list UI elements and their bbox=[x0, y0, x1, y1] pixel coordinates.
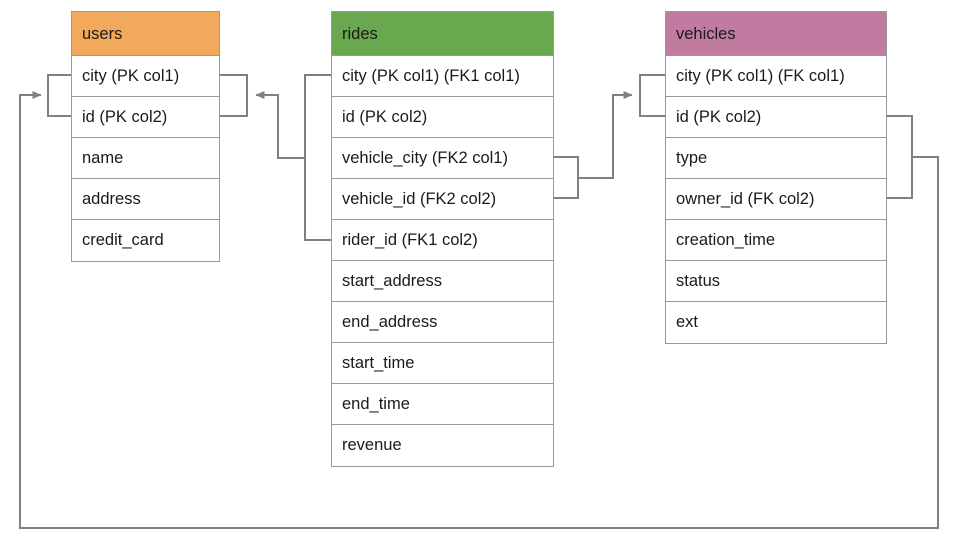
table-rides-column-start-time: start_time bbox=[332, 343, 553, 384]
table-vehicles-column-id: id (PK col2) bbox=[666, 97, 886, 138]
table-vehicles-column-type: type bbox=[666, 138, 886, 179]
table-users-column-credit-card: credit_card bbox=[72, 220, 219, 261]
table-rides-column-revenue: revenue bbox=[332, 425, 553, 466]
table-users-header: users bbox=[72, 12, 219, 56]
table-rides-column-end-address: end_address bbox=[332, 302, 553, 343]
table-vehicles-column-creation-time: creation_time bbox=[666, 220, 886, 261]
table-vehicles-column-owner-id: owner_id (FK col2) bbox=[666, 179, 886, 220]
table-vehicles[interactable]: vehicles city (PK col1) (FK col1) id (PK… bbox=[665, 11, 887, 344]
table-vehicles-column-status: status bbox=[666, 261, 886, 302]
table-users-column-address: address bbox=[72, 179, 219, 220]
table-users[interactable]: users city (PK col1) id (PK col2) name a… bbox=[71, 11, 220, 262]
edge-rides-fk2-to-vehicles bbox=[554, 74, 665, 199]
table-users-column-id: id (PK col2) bbox=[72, 97, 219, 138]
table-rides-column-id: id (PK col2) bbox=[332, 97, 553, 138]
table-users-column-name: name bbox=[72, 138, 219, 179]
table-vehicles-column-city: city (PK col1) (FK col1) bbox=[666, 56, 886, 97]
table-rides-column-end-time: end_time bbox=[332, 384, 553, 425]
table-rides[interactable]: rides city (PK col1) (FK1 col1) id (PK c… bbox=[331, 11, 554, 467]
table-rides-column-rider-id: rider_id (FK1 col2) bbox=[332, 220, 553, 261]
table-rides-column-start-address: start_address bbox=[332, 261, 553, 302]
table-rides-column-vehicle-id: vehicle_id (FK2 col2) bbox=[332, 179, 553, 220]
table-rides-header: rides bbox=[332, 12, 553, 56]
table-rides-column-city: city (PK col1) (FK1 col1) bbox=[332, 56, 553, 97]
table-vehicles-header: vehicles bbox=[666, 12, 886, 56]
table-users-column-city: city (PK col1) bbox=[72, 56, 219, 97]
edge-rides-fk1-to-users bbox=[220, 74, 331, 241]
table-vehicles-column-ext: ext bbox=[666, 302, 886, 343]
table-rides-column-vehicle-city: vehicle_city (FK2 col1) bbox=[332, 138, 553, 179]
